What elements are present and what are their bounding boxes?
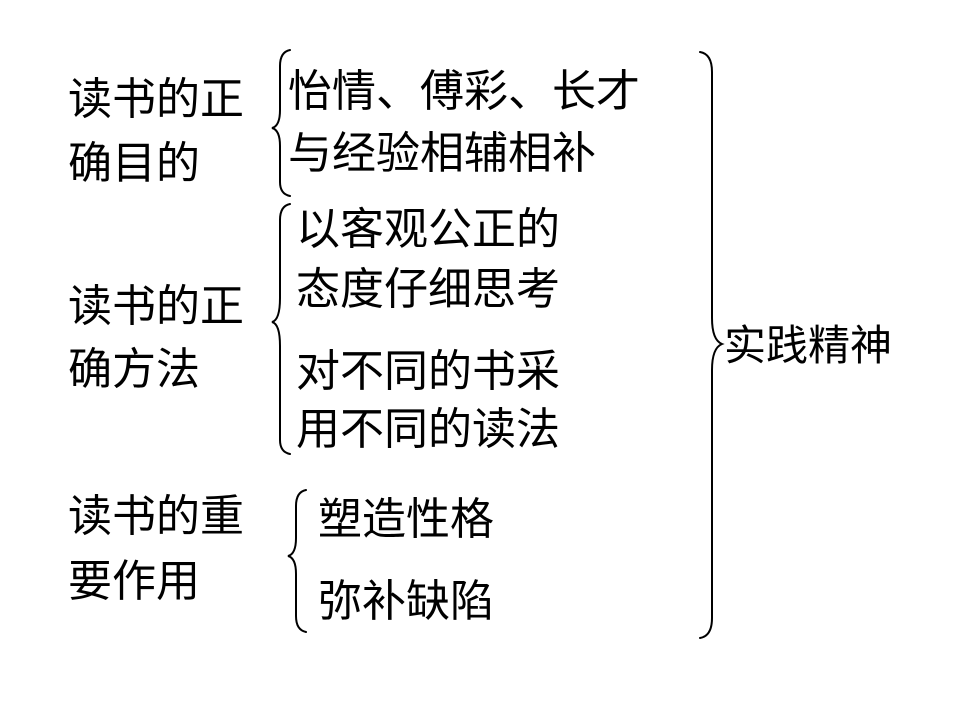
brace-method [271, 203, 291, 455]
label-role-line1: 读书的重 [68, 491, 244, 542]
purpose-item-2: 与经验相辅相补 [288, 128, 596, 179]
label-purpose-line2: 确目的 [68, 138, 200, 189]
brace-role [287, 489, 307, 633]
method-item-2: 态度仔细思考 [296, 264, 560, 315]
brace-purpose [271, 49, 291, 197]
role-item-2: 弥补缺陷 [318, 576, 494, 627]
label-purpose-line1: 读书的正 [68, 74, 244, 125]
method-item-1: 以客观公正的 [296, 204, 560, 255]
method-item-4: 用不同的读法 [296, 404, 560, 455]
label-role-line2: 要作用 [68, 556, 200, 607]
label-method-line2: 确方法 [68, 344, 200, 395]
brace-summary [699, 51, 725, 639]
method-item-3: 对不同的书采 [296, 346, 560, 397]
role-item-1: 塑造性格 [318, 494, 494, 545]
purpose-item-1: 怡情、傅彩、长才 [288, 66, 640, 117]
label-method-line1: 读书的正 [68, 281, 244, 332]
summary-label: 实践精神 [724, 321, 893, 370]
